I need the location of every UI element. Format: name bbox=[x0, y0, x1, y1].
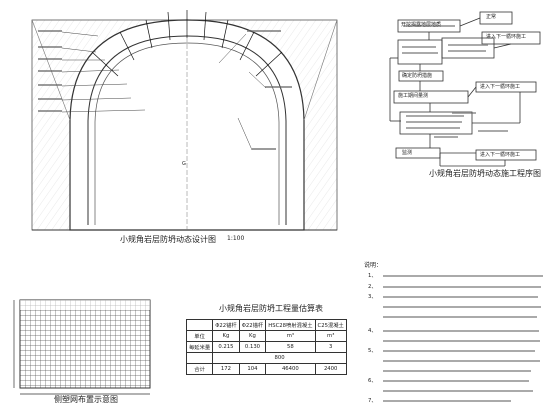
mesh-grid bbox=[19, 299, 151, 389]
notes-text-bars bbox=[383, 275, 543, 402]
table-title: 小规角岩层防坍工程量估算表 bbox=[219, 304, 323, 313]
tunnel-scale: 1:100 bbox=[227, 235, 245, 242]
table-row: 每延米量 0.215 0.130 58 3 bbox=[185, 341, 347, 353]
center-label: G bbox=[182, 161, 186, 167]
table-cell: 172 bbox=[212, 363, 240, 375]
table-cell bbox=[185, 352, 214, 364]
note-item-7: 7、 bbox=[368, 398, 377, 404]
leader-label-blocks bbox=[38, 30, 292, 150]
mesh-plan bbox=[13, 299, 151, 395]
mesh-top-band bbox=[20, 300, 150, 310]
table-cell: 0.215 bbox=[212, 341, 240, 353]
table-cell: 46400 bbox=[265, 363, 316, 375]
table-cell: 2400 bbox=[314, 363, 347, 375]
table-cell: m³ bbox=[314, 330, 347, 342]
flow-label-adjust: 确定防坍措施 bbox=[402, 73, 433, 79]
notes-title: 说明： bbox=[364, 262, 383, 269]
table-cell: Kg bbox=[212, 330, 240, 342]
note-item-6: 6、 bbox=[368, 378, 377, 384]
quantity-table: Φ22锚杆 Φ22锚杆 HSC28喷射混凝土 C25混凝土 单位 Kg Kg m… bbox=[185, 319, 347, 375]
table-cell: 合计 bbox=[185, 363, 214, 375]
flow-text-bars bbox=[402, 25, 508, 138]
flow-arrows bbox=[389, 17, 521, 167]
table-cell: 104 bbox=[238, 363, 267, 375]
table-cell: Φ22锚杆 bbox=[212, 319, 240, 331]
mesh-title: 侧塑网布置示意图 bbox=[54, 395, 118, 404]
table-row: 单位 Kg Kg m³ m³ bbox=[185, 330, 347, 342]
table-cell: 单位 bbox=[185, 330, 214, 342]
table-cell: 3 bbox=[314, 341, 347, 353]
note-item-2: 2、 bbox=[368, 284, 377, 290]
note-item-4: 4、 bbox=[368, 328, 377, 334]
flow-label-next-3: 进入下一循环施工 bbox=[480, 152, 521, 158]
right-slope bbox=[303, 19, 338, 121]
flow-title: 小规角岩层防坍动态施工程序图 bbox=[429, 169, 541, 178]
tunnel-title: 小规角岩层防坍动态设计图 bbox=[120, 235, 216, 244]
flow-label-next-1: 进入下一循环施工 bbox=[486, 34, 527, 40]
table-cell: 每延米量 bbox=[185, 341, 214, 353]
crown-bolts bbox=[91, 10, 283, 77]
flow-label-normal: 正常 bbox=[486, 14, 497, 20]
flow-label-measure: 施工期间量测 bbox=[398, 93, 429, 99]
table-cell: C25混凝土 bbox=[314, 319, 347, 331]
table-cell: m³ bbox=[265, 330, 316, 342]
table-cell: 800 bbox=[212, 352, 347, 364]
flow-label-monitor: 监测 bbox=[402, 150, 413, 156]
flow-label-next-2: 进入下一循环施工 bbox=[480, 84, 521, 90]
flow-box-next-3 bbox=[475, 149, 537, 161]
flow-box-determine bbox=[398, 70, 444, 82]
notes-panel bbox=[383, 275, 543, 402]
table-cell: 0.130 bbox=[238, 341, 267, 353]
table-cell: 58 bbox=[265, 341, 316, 353]
tunnel-section bbox=[31, 10, 338, 231]
note-item-3: 3、 bbox=[368, 294, 377, 300]
note-item-5: 5、 bbox=[368, 348, 377, 354]
leader-lines bbox=[61, 31, 267, 151]
table-row: 合计 172 104 46400 2400 bbox=[185, 363, 347, 375]
table-row: 800 bbox=[185, 352, 347, 364]
flow-label-left-top: 开挖揭露地层地质 bbox=[401, 22, 442, 28]
table-row: Φ22锚杆 Φ22锚杆 HSC28喷射混凝土 C25混凝土 bbox=[185, 319, 347, 331]
note-item-1: 1、 bbox=[368, 273, 377, 279]
table-cell bbox=[185, 319, 214, 331]
table-cell: Kg bbox=[238, 330, 267, 342]
flow-chart bbox=[389, 11, 541, 167]
table-cell: HSC28喷射混凝土 bbox=[265, 319, 316, 331]
table-cell: Φ22锚杆 bbox=[238, 319, 267, 331]
flow-box-right-mid bbox=[441, 37, 495, 59]
